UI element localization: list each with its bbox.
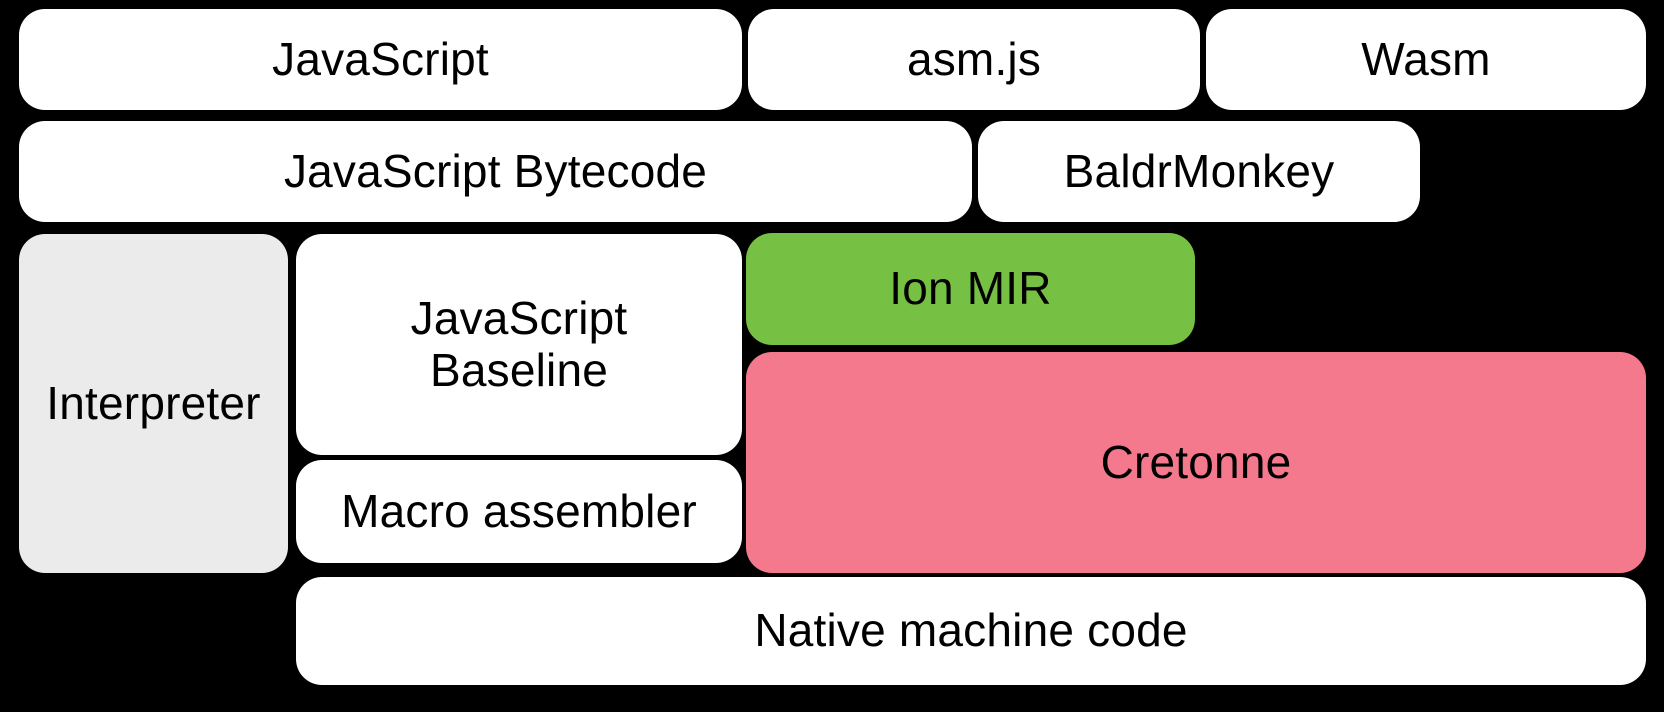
node-javascript-baseline[interactable]: JavaScript Baseline [296, 234, 742, 455]
node-asmjs[interactable]: asm.js [748, 9, 1200, 110]
node-cretonne[interactable]: Cretonne [746, 352, 1646, 573]
node-wasm[interactable]: Wasm [1206, 9, 1646, 110]
node-ion-mir[interactable]: Ion MIR [746, 233, 1195, 345]
node-interpreter[interactable]: Interpreter [19, 234, 288, 573]
node-native-machine-code[interactable]: Native machine code [296, 577, 1646, 685]
node-javascript[interactable]: JavaScript [19, 9, 742, 110]
node-macro-assembler[interactable]: Macro assembler [296, 460, 742, 563]
node-baldrmonkey[interactable]: BaldrMonkey [978, 121, 1420, 222]
node-javascript-bytecode[interactable]: JavaScript Bytecode [19, 121, 972, 222]
